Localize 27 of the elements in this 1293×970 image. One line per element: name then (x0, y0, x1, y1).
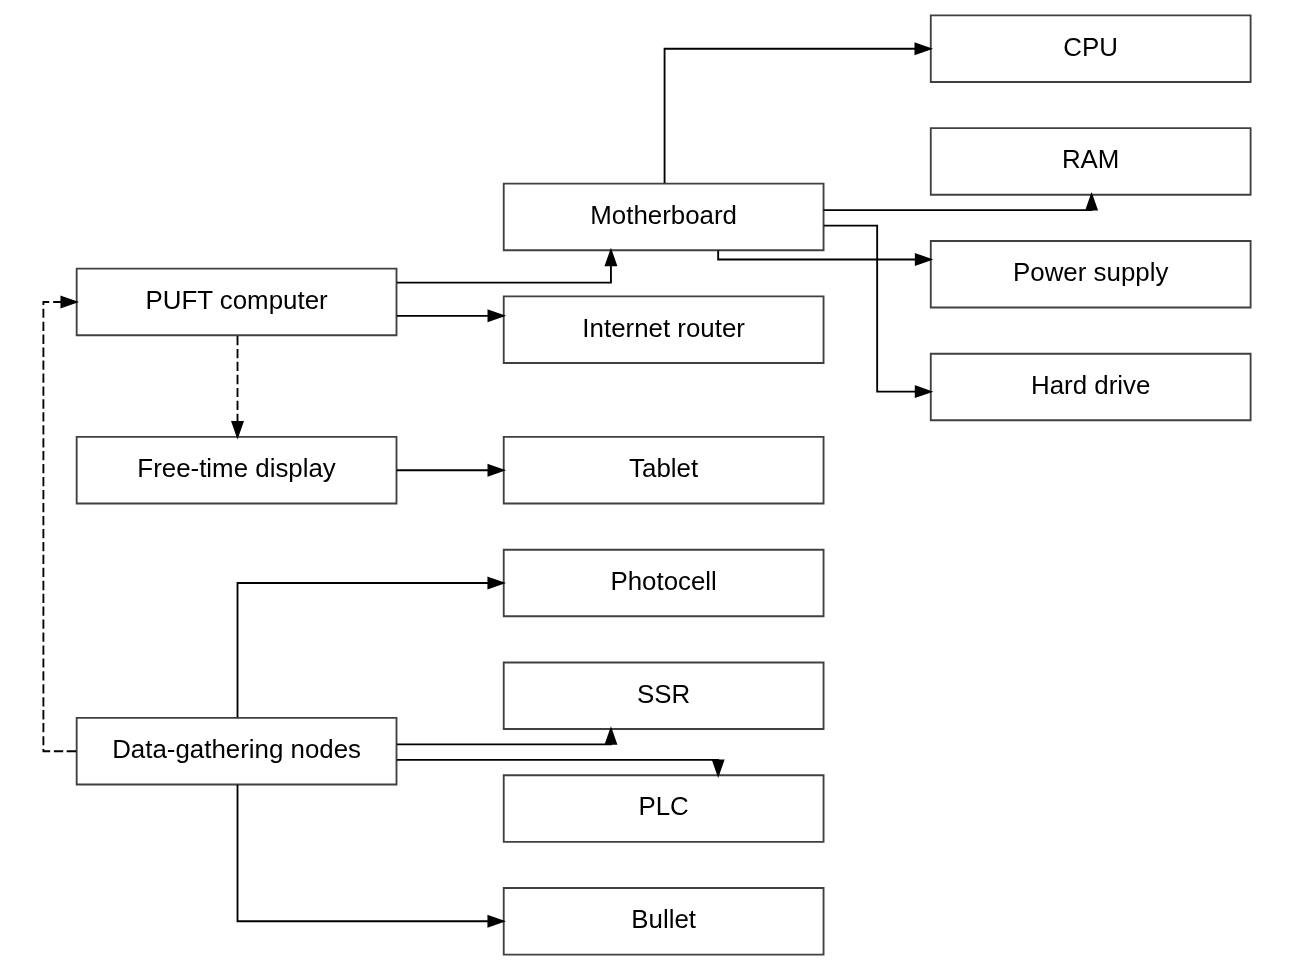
node-box: Power supply (929, 240, 1252, 309)
arrow (395, 726, 617, 746)
node-box: Free-time display (75, 436, 397, 505)
arrow (716, 249, 933, 266)
arrow (395, 247, 617, 284)
node-box: PUFT computer (75, 267, 397, 337)
arrow (395, 309, 506, 323)
node-box: CPU (929, 14, 1252, 83)
node-box: Motherboard (502, 182, 824, 252)
arrow (236, 783, 506, 928)
node-box: RAM (929, 127, 1252, 196)
arrow (41, 295, 79, 753)
node-box: Data-gathering nodes (75, 717, 397, 786)
node-box: Photocell (502, 548, 824, 618)
arrow (230, 335, 244, 440)
arrow (663, 42, 933, 184)
node-box: Internet router (502, 295, 824, 364)
arrow (395, 463, 506, 477)
node-box: PLC (502, 774, 824, 843)
arrow (822, 191, 1098, 212)
arrow (822, 224, 933, 399)
node-box: Bullet (502, 887, 824, 956)
node-box: Tablet (502, 436, 824, 505)
arrow (236, 576, 506, 719)
arrow (395, 758, 725, 779)
node-box: Hard drive (929, 352, 1252, 422)
node-box: SSR (502, 661, 824, 730)
